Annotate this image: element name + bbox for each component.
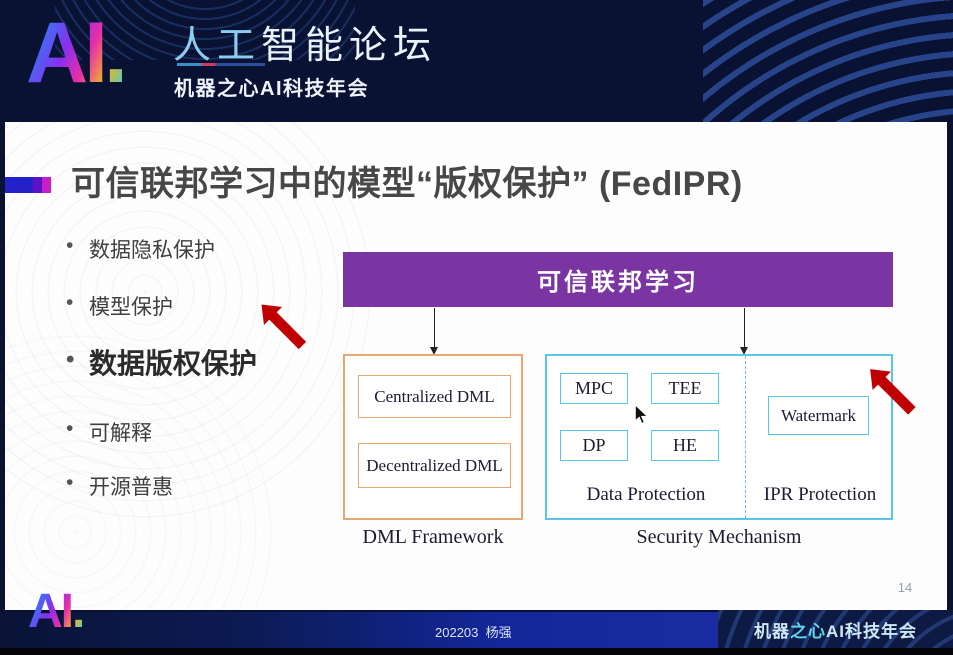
footer-brand-panel: 机器之心AI科技年会 [718,610,953,648]
mpc-box: MPC [560,373,628,404]
connector-arrow-right [740,308,748,355]
centralized-dml-box: Centralized DML [358,375,511,418]
dml-framework-box: Centralized DML Decentralized DML [343,354,523,520]
decor-arcs-right [703,0,953,122]
ai-logo-small: AI. [28,585,85,638]
forum-title-part1: 人工 [173,25,262,67]
security-mechanism-caption: Security Mechanism [636,526,802,548]
ipr-protection-caption: IPR Protection [763,484,877,505]
forum-subtitle: 机器之心AI科技年会 [174,78,369,100]
data-protection-caption: Data Protection [586,484,706,505]
watermark-box: Watermark [768,396,869,435]
forum-title-underline [177,63,265,66]
footer-brand-part1: 机器 [754,621,790,641]
page-number: 14 [897,580,913,595]
diagram-root-node: 可信联邦学习 [343,252,893,307]
security-mechanism-box: MPC TEE DP HE Watermark Data Protection … [545,354,893,520]
footer-brand-part3: AI科技年会 [826,621,917,641]
ai-conference-logo: AI. [26,2,128,105]
footer-brand: 机器之心AI科技年会 [754,617,917,642]
mouse-cursor-icon [634,403,649,429]
title-accent-bar [5,177,51,193]
decentralized-dml-box: Decentralized DML [358,443,511,488]
footer-band: 202203 杨强 机器之心AI科技年会 [0,610,953,648]
dashed-divider [745,356,746,518]
bottom-edge-strip [0,648,953,655]
connector-arrow-left [430,308,438,355]
list-item: 开源普惠 [66,471,173,501]
decor-rings-left [55,0,355,60]
diagram-root-label: 可信联邦学习 [537,269,699,296]
tee-box: TEE [651,373,719,404]
red-arrow-icon [861,360,922,421]
list-item: 数据隐私保护 [66,234,215,264]
he-box: HE [651,430,719,461]
footer-brand-part2: 之心 [790,621,826,641]
dml-framework-caption: DML Framework [362,526,504,548]
dp-box: DP [560,430,628,461]
slide-body: 可信联邦学习中的模型“版权保护” (FedIPR) 数据隐私保护 模型保护 数据… [5,122,947,610]
list-item-emphasized: 数据版权保护 [66,342,257,382]
footer-gradient-left: 202203 杨强 [0,610,718,648]
forum-title-part2: 智能论坛 [261,25,438,67]
forum-title: 人工智能论坛 [173,14,437,69]
header-band: AI. 人工智能论坛 机器之心AI科技年会 [0,0,953,122]
slide-title: 可信联邦学习中的模型“版权保护” (FedIPR) [71,165,743,203]
footer-credit: 202203 杨强 [435,625,512,640]
list-item: 模型保护 [66,291,173,321]
list-item: 可解释 [66,417,152,447]
red-arrow-icon [252,295,311,354]
